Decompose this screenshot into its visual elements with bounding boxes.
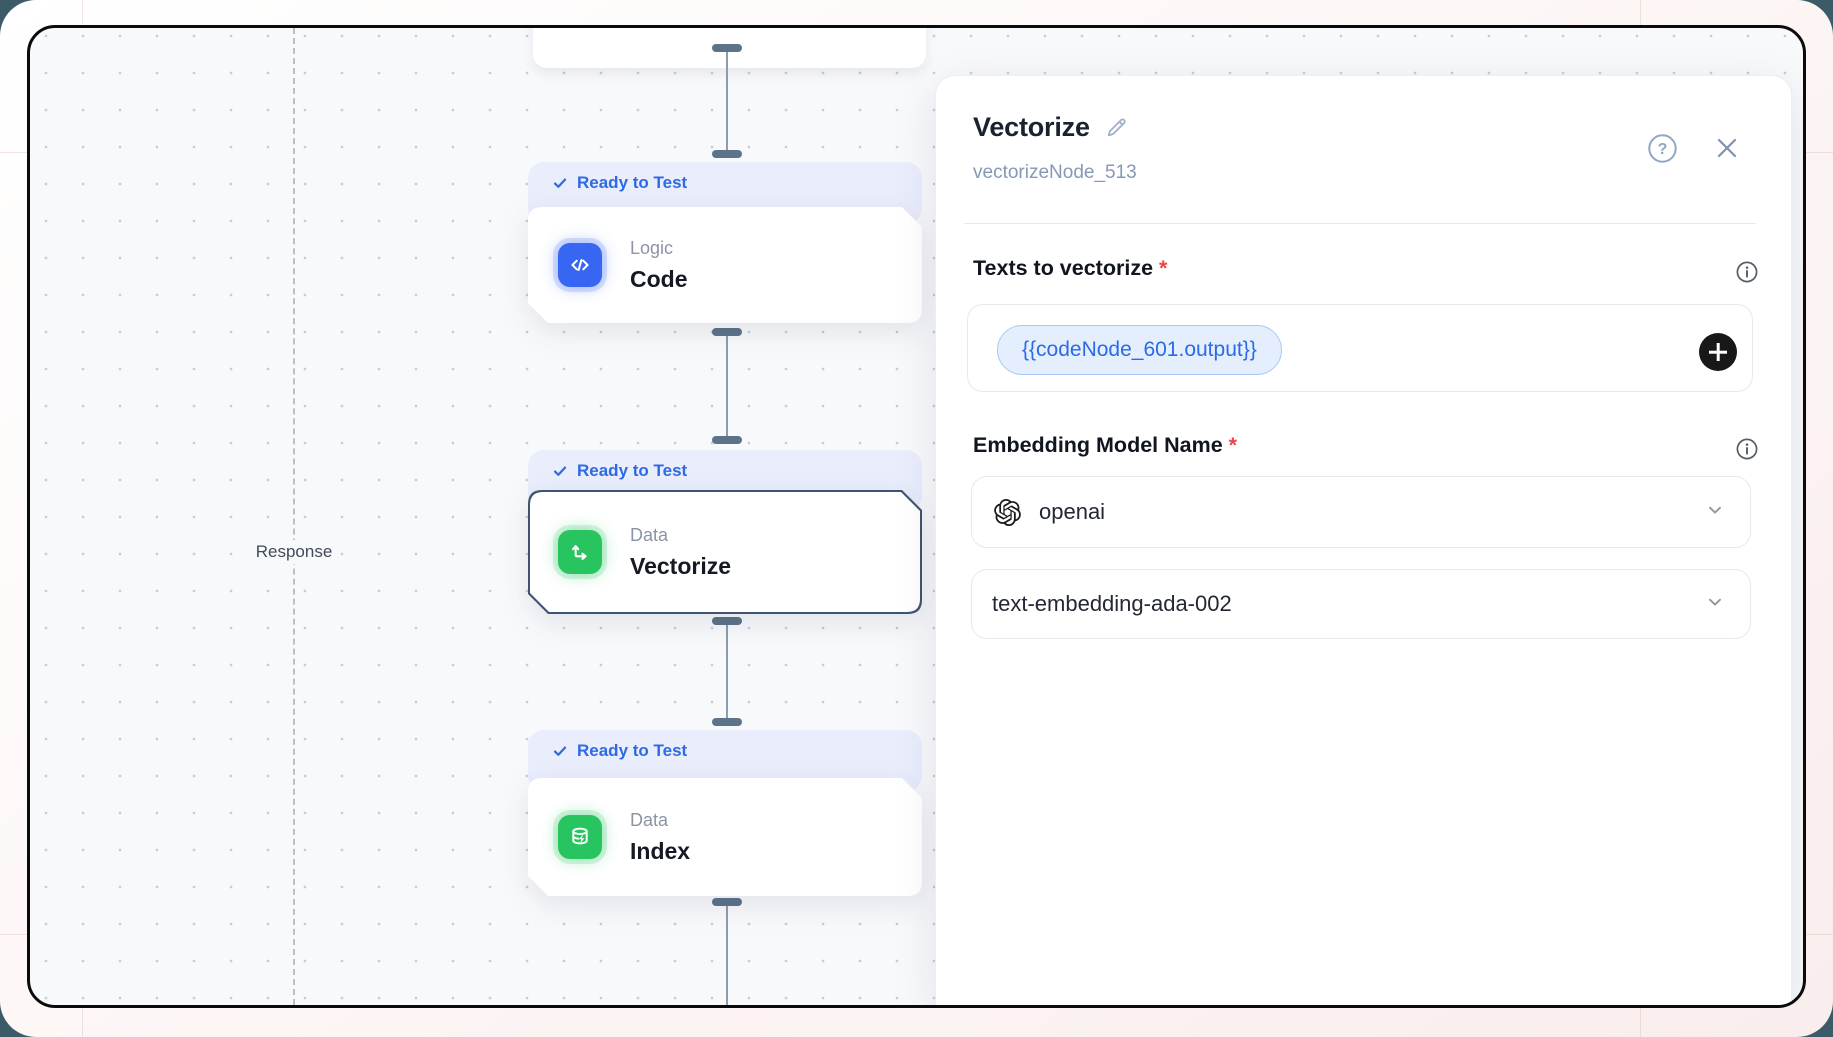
node-category: Data xyxy=(630,524,669,545)
connector-handle[interactable] xyxy=(712,718,742,726)
connector-handle[interactable] xyxy=(712,617,742,625)
model-field-label: Embedding Model Name* xyxy=(973,433,1238,457)
node-title: Index xyxy=(630,837,691,864)
check-icon xyxy=(553,466,567,476)
texts-to-vectorize-input[interactable]: {{codeNode_601.output}} xyxy=(967,304,1753,392)
model-value: text-embedding-ada-002 xyxy=(992,591,1232,616)
variable-chip[interactable]: {{codeNode_601.output}} xyxy=(997,325,1282,375)
connector-edge xyxy=(726,625,728,718)
svg-text:?: ? xyxy=(1658,141,1668,158)
response-divider-line xyxy=(293,28,295,1005)
provider-dropdown[interactable]: openai xyxy=(971,476,1751,548)
node-category: Logic xyxy=(630,237,674,258)
connector-handle[interactable] xyxy=(712,328,742,336)
connector-handle[interactable] xyxy=(712,44,742,52)
info-icon[interactable] xyxy=(1735,437,1759,461)
provider-value: openai xyxy=(1039,499,1106,524)
check-icon xyxy=(553,746,567,756)
node-index-card[interactable]: Data Index xyxy=(528,778,922,896)
node-code-card[interactable]: Logic Code xyxy=(528,207,922,323)
chevron-down-icon xyxy=(1704,499,1726,526)
required-mark: * xyxy=(1159,256,1168,280)
code-icon xyxy=(558,243,602,287)
info-icon[interactable] xyxy=(1735,260,1759,284)
node-status-text: Ready to Test xyxy=(577,173,688,192)
node-id: vectorizeNode_513 xyxy=(973,162,1137,183)
node-title: Vectorize xyxy=(630,552,731,579)
connector-edge xyxy=(726,906,728,1005)
openai-logo xyxy=(994,498,1021,526)
check-icon xyxy=(553,178,567,188)
node-config-panel: Vectorize ? vectorizeNode_513 Texts to v… xyxy=(935,75,1792,1005)
node-status-text: Ready to Test xyxy=(577,461,688,480)
close-icon[interactable] xyxy=(1713,134,1741,162)
connector-handle[interactable] xyxy=(712,898,742,906)
index-icon xyxy=(558,815,602,859)
divider xyxy=(964,223,1756,224)
pencil-icon[interactable] xyxy=(1104,115,1129,140)
workflow-canvas[interactable]: Response Ready to Test Logic Code xyxy=(27,25,1806,1008)
response-label: Response xyxy=(247,540,341,564)
panel-title: Vectorize xyxy=(973,112,1090,142)
help-icon[interactable]: ? xyxy=(1647,133,1678,164)
model-dropdown[interactable]: text-embedding-ada-002 xyxy=(971,569,1751,639)
plus-icon[interactable] xyxy=(1699,333,1737,371)
texts-field-label: Texts to vectorize* xyxy=(973,256,1168,280)
connector-edge xyxy=(726,52,728,150)
node-status-text: Ready to Test xyxy=(577,741,688,760)
required-mark: * xyxy=(1228,433,1238,457)
node-title: Code xyxy=(630,265,688,292)
connector-handle[interactable] xyxy=(712,150,742,158)
node-category: Data xyxy=(630,809,669,830)
chevron-down-icon xyxy=(1704,591,1726,618)
connector-edge xyxy=(726,336,728,436)
connector-handle[interactable] xyxy=(712,436,742,444)
vectorize-icon xyxy=(558,530,602,574)
node-vectorize-card[interactable]: Data Vectorize xyxy=(528,490,922,614)
